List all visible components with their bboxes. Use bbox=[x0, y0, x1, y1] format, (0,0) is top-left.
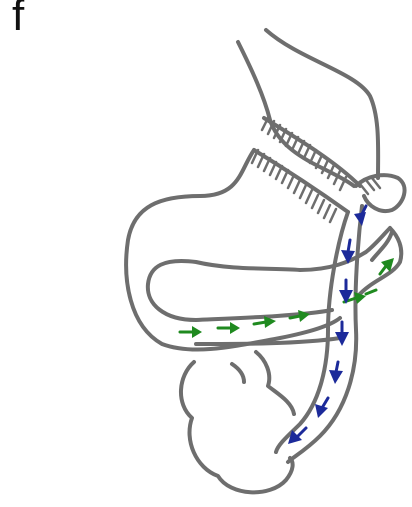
lower-mass bbox=[181, 362, 293, 492]
lower-mass-notch bbox=[232, 364, 244, 382]
lower-mass-fold bbox=[256, 352, 294, 414]
